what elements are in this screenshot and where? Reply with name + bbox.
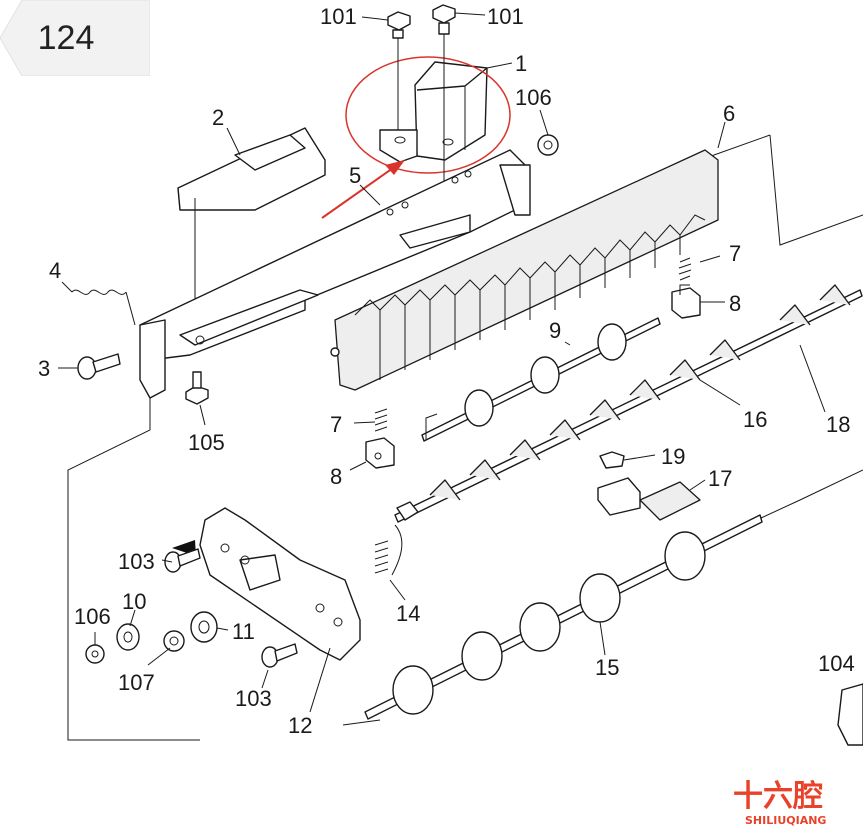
callout-18: 18 [826, 412, 850, 437]
callout-10: 10 [122, 589, 146, 614]
callout-7-left: 7 [330, 412, 342, 437]
callout-4: 4 [49, 258, 61, 283]
callout-1: 1 [515, 51, 527, 76]
callout-103-top: 103 [118, 549, 155, 574]
part-105-screw [185, 371, 209, 405]
callout-12: 12 [288, 713, 312, 738]
e-ring-106-top [537, 134, 559, 156]
part-8-bushing-right [671, 284, 701, 319]
part-103-screw-top [164, 548, 201, 573]
callout-6: 6 [723, 101, 735, 126]
part-106-e-ring-bottom [85, 644, 105, 664]
highlight-annotation [321, 56, 511, 219]
callout-8-left: 8 [330, 464, 342, 489]
callout-17: 17 [708, 466, 732, 491]
part-16-guide-shaft [394, 284, 863, 523]
callout-106-bottom: 106 [74, 604, 111, 629]
screw-101-right [432, 4, 456, 225]
part-2-guide-plate [177, 127, 326, 332]
part-103-screw-bottom [261, 643, 298, 668]
part-17-guide [597, 477, 701, 521]
callout-107: 107 [118, 670, 155, 695]
callout-2: 2 [212, 105, 224, 130]
callout-104: 104 [818, 651, 855, 676]
part-5-frame-rail [139, 149, 531, 399]
callout-5: 5 [349, 163, 361, 188]
part-12-side-plate [199, 507, 361, 661]
callout-7-right: 7 [729, 241, 741, 266]
leader-lines [58, 12, 826, 713]
callout-labels: 101 101 1 106 2 6 5 4 7 8 3 9 105 7 16 1… [38, 4, 855, 738]
watermark-latin-text: SHILIUQIANG [745, 814, 826, 827]
callout-106-top: 106 [515, 85, 552, 110]
callout-16: 16 [743, 407, 767, 432]
callout-101-left: 101 [320, 4, 357, 29]
callout-14: 14 [396, 601, 420, 626]
callout-19: 19 [661, 444, 685, 469]
part-3-screw [77, 353, 121, 380]
part-9-roller-shaft [421, 317, 661, 442]
part-107-ring [163, 630, 185, 652]
screw-101-left [387, 11, 411, 130]
part-6-comb-guide [330, 149, 719, 391]
watermark-logo: 十六腔 SHILIUQIANG [733, 779, 826, 827]
callout-15: 15 [595, 655, 619, 680]
part-11-bearing [190, 611, 218, 643]
callout-103-bottom: 103 [235, 686, 272, 711]
page-number-text: 124 [38, 19, 95, 57]
part-7-spring-left [374, 408, 388, 432]
callout-101-right: 101 [487, 4, 524, 29]
callout-11: 11 [232, 619, 255, 644]
callout-9: 9 [549, 318, 561, 343]
part-14-spring [374, 524, 403, 576]
part-8-bushing-left [365, 437, 395, 469]
watermark-cn-text: 十六腔 [733, 779, 823, 814]
part-1-bracket [379, 61, 488, 163]
callout-8-right: 8 [729, 291, 741, 316]
page-number-badge[interactable]: 124 [0, 0, 150, 76]
part-104-partial [837, 683, 863, 746]
part-4-spring [71, 289, 136, 326]
part-10-bushing [116, 623, 140, 651]
part-15-roller-shaft [364, 514, 763, 720]
part-19-clip [599, 451, 625, 469]
callout-105: 105 [188, 430, 225, 455]
callout-3: 3 [38, 356, 50, 381]
part-7-spring-right [678, 257, 692, 281]
